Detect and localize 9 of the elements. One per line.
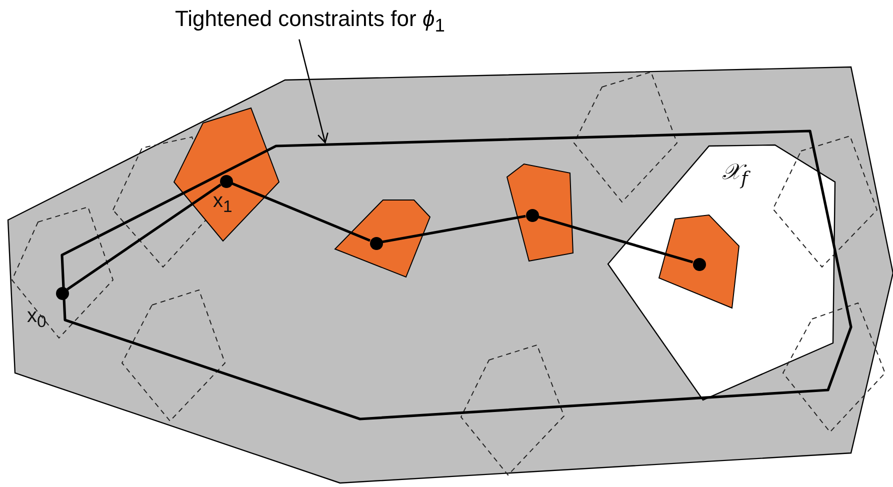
point-label: x$_{0}$ [27, 305, 46, 332]
point-label: x$_{1}$ [213, 190, 232, 217]
trajectory-segment [538, 216, 694, 264]
leader-arrow [298, 39, 328, 144]
trajectory-segment [66, 184, 222, 290]
annotation-text: Tightened constraints for ϕ$_{1}$ [175, 6, 445, 36]
trajectory-segment [382, 214, 526, 244]
set-label: 𝒳$_{f}$ [722, 160, 748, 190]
trajectory-segment [232, 182, 370, 242]
